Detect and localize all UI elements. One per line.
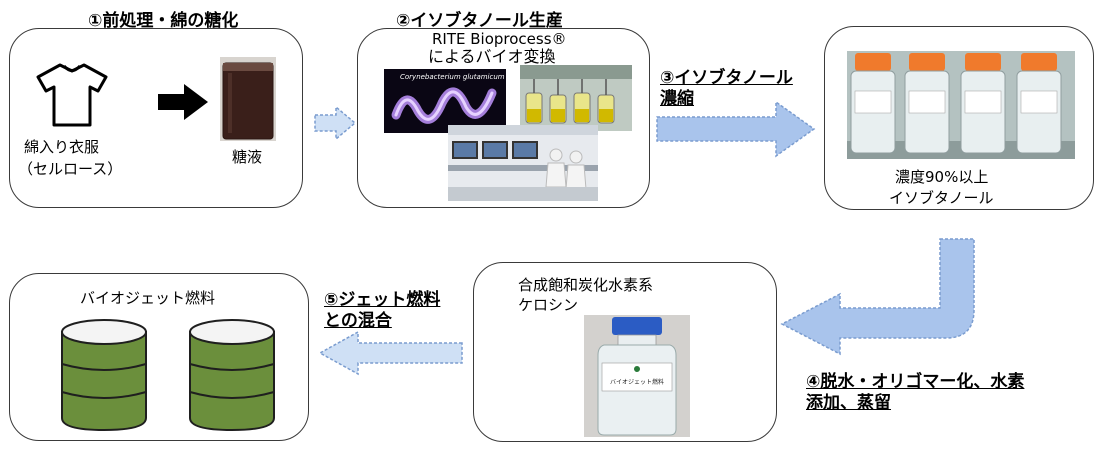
kerosene-label: ケロシン bbox=[518, 296, 579, 314]
corynebacterium-image: Corynebacterium glutamicum bbox=[384, 69, 506, 133]
step1-title: ①前処理・綿の糖化 bbox=[88, 11, 239, 31]
step3-label-line1: ③イソブタノール bbox=[660, 68, 793, 88]
step5-label: ⑤ジェット燃料 との混合 bbox=[324, 290, 440, 332]
rite-bioprocess-label: RITE Bioprocess® bbox=[432, 30, 567, 48]
flow-arrow-3-4 bbox=[780, 238, 980, 358]
fuel-barrel-icon-2 bbox=[186, 318, 278, 434]
microbe-caption: Corynebacterium glutamicum bbox=[400, 73, 505, 81]
bottle-label-text: バイオジェット燃料 bbox=[609, 379, 664, 386]
flow-arrow-4-5 bbox=[318, 330, 464, 376]
step4-label: ④脱水・オリゴマー化、水素 添加、蒸留 bbox=[806, 372, 1024, 414]
step4-box: 合成飽和炭化水素系 ケロシン バイオジェット燃料 bbox=[473, 262, 777, 442]
cotton-clothes-label: 綿入り衣服 bbox=[24, 138, 100, 156]
black-right-arrow-icon bbox=[158, 84, 208, 120]
fermenter-tanks-image bbox=[520, 65, 632, 131]
laboratory-image bbox=[448, 125, 598, 201]
bio-conversion-label: によるバイオ変換 bbox=[428, 47, 556, 66]
step1-box: 綿入り衣服 （セルロース） 糖液 bbox=[9, 28, 303, 208]
cellulose-label: （セルロース） bbox=[18, 160, 123, 178]
step3-box: 濃度90%以上 イソブタノール bbox=[824, 26, 1094, 210]
step5-label-line1: ⑤ジェット燃料 bbox=[324, 290, 441, 310]
step2-box: RITE Bioprocess® によるバイオ変換 Corynebacteriu… bbox=[357, 28, 650, 208]
step4-label-line2: 添加、蒸留 bbox=[806, 393, 891, 413]
t-shirt-icon bbox=[32, 59, 112, 129]
step3-label: ③イソブタノール 濃縮 bbox=[660, 68, 793, 110]
isobutanol-label: イソブタノール bbox=[889, 189, 994, 207]
flow-arrow-2-3 bbox=[656, 100, 816, 158]
fuel-barrel-icon-1 bbox=[58, 318, 150, 434]
isobutanol-bottles-image bbox=[847, 51, 1075, 159]
sugar-solution-label: 糖液 bbox=[232, 148, 263, 166]
sugar-solution-jar-image bbox=[220, 57, 276, 141]
step3-label-line2: 濃縮 bbox=[660, 89, 694, 109]
biojet-fuel-title: バイオジェット燃料 bbox=[80, 289, 216, 307]
step5-box: バイオジェット燃料 bbox=[9, 273, 309, 441]
step5-label-line2: との混合 bbox=[324, 311, 392, 331]
flow-arrow-1-2 bbox=[314, 106, 356, 140]
biojet-fuel-bottle-image: バイオジェット燃料 bbox=[584, 315, 690, 437]
step4-label-line1: ④脱水・オリゴマー化、水素 bbox=[806, 372, 1025, 392]
synthetic-hydrocarbon-label: 合成飽和炭化水素系 bbox=[518, 276, 654, 294]
step2-title: ②イソブタノール生産 bbox=[396, 11, 563, 31]
concentration-label: 濃度90%以上 bbox=[895, 168, 989, 186]
